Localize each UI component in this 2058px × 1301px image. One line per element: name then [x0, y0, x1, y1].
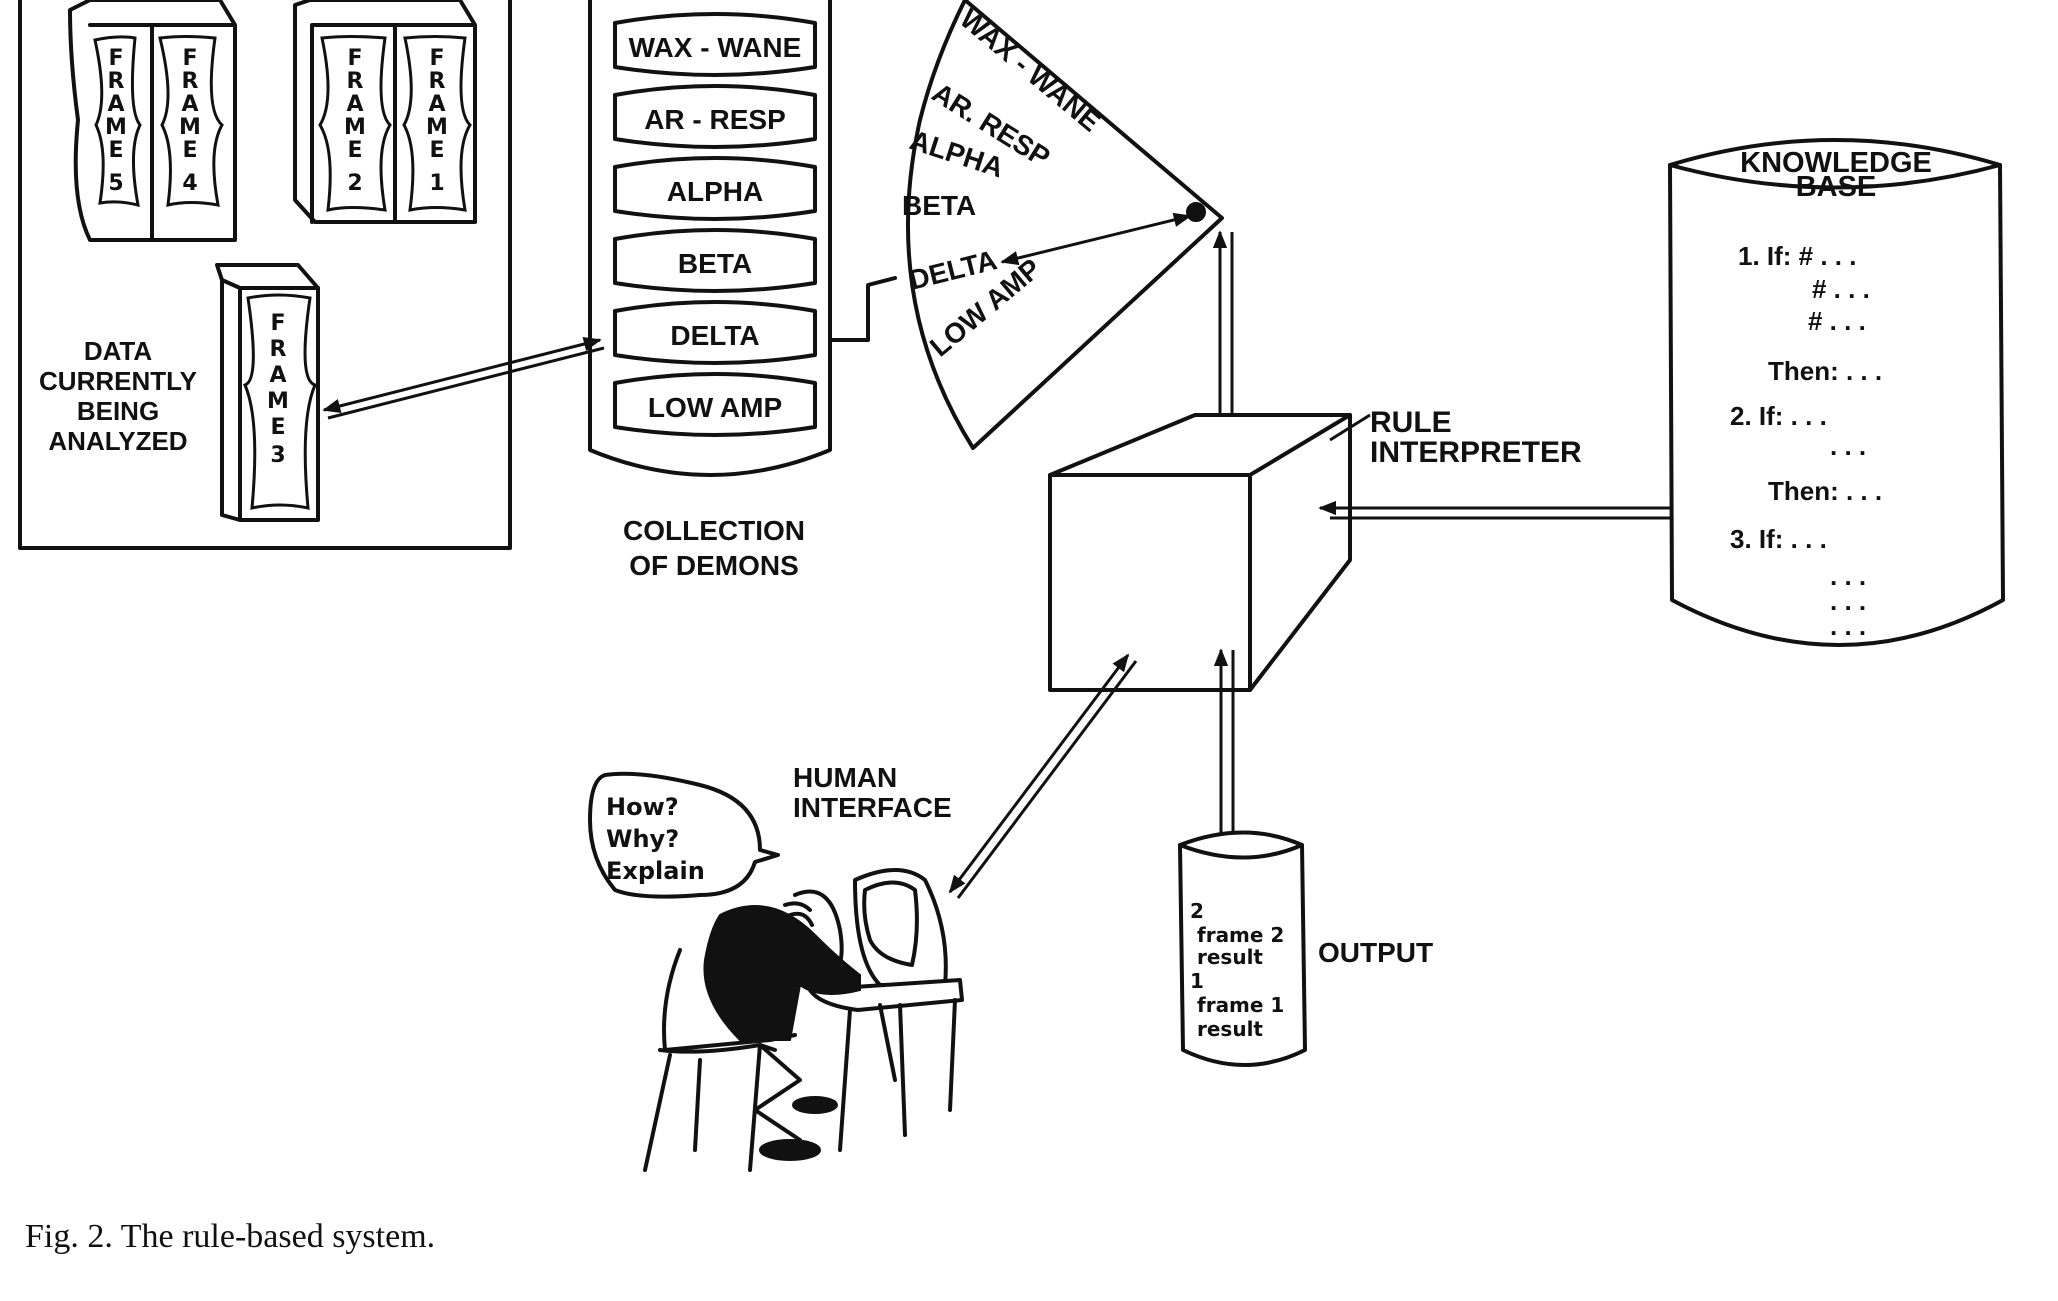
- dial-pointer-arrow: [1000, 212, 1192, 266]
- knowledge-base-rule-line: 3. If: . . .: [1730, 524, 1827, 554]
- demon-disk: WAX - WANE: [613, 12, 817, 77]
- demon-label: ALPHA: [667, 176, 763, 207]
- demon-label: AR - RESP: [644, 104, 786, 135]
- frame-book-4-number: 4: [182, 171, 197, 196]
- knowledge-base: KNOWLEDGE BASE 1. If: # . . .# . . .# . …: [1668, 138, 2005, 647]
- human-interface-label-line2: INTERFACE: [793, 792, 952, 823]
- demon-disk: ALPHA: [613, 156, 817, 221]
- knowledge-base-rule-line: # . . .: [1808, 306, 1866, 336]
- output-label: OUTPUT: [1318, 937, 1433, 968]
- interpreter-label-line2: INTERPRETER: [1370, 436, 1582, 469]
- frame-book-3-number: 3: [270, 443, 285, 468]
- knowledge-base-rule-line: 1. If: # . . .: [1738, 241, 1856, 271]
- frame-book-1-number: 1: [429, 171, 444, 196]
- demon-label: BETA: [678, 248, 752, 279]
- output-content-line: result: [1197, 945, 1263, 969]
- output-content-line: result: [1197, 1017, 1263, 1041]
- demons-caption-line1: COLLECTION: [623, 515, 805, 546]
- svg-text:ANALYZED: ANALYZED: [48, 426, 187, 456]
- connector-demons-to-dial: [828, 276, 897, 342]
- svg-text:CURRENTLY: CURRENTLY: [39, 366, 197, 396]
- dial-item-beta: BETA: [902, 190, 976, 221]
- demon-label: LOW AMP: [648, 392, 782, 423]
- knowledge-base-rule-line: Then: . . .: [1768, 356, 1882, 386]
- knowledge-base-rule-line: . . .: [1830, 586, 1866, 616]
- speech-how: How?: [606, 793, 679, 821]
- demon-stack: WAX - WANE AR - RESP ALPHA BETA DELTA LOW AMP: [613, 12, 817, 437]
- output-content-line: frame 2: [1197, 923, 1284, 947]
- human-interface-label-line1: HUMAN: [793, 762, 897, 793]
- data-store-border: [18, 0, 512, 550]
- demon-collection: WAX - WANE AR - RESP ALPHA BETA DELTA LOW AMP…: [588, 0, 832, 581]
- arrow-interpreter-to-knowledge-base: [1318, 500, 1722, 520]
- knowledge-base-title-line2: BASE: [1796, 171, 1877, 203]
- speech-why: Why?: [606, 825, 679, 853]
- demon-disk: DELTA: [613, 300, 817, 365]
- output-content-line: 2: [1190, 899, 1204, 923]
- shoe-icon: [759, 1139, 821, 1161]
- svg-text:BEING: BEING: [77, 396, 159, 426]
- shoe-icon: [792, 1096, 838, 1114]
- knowledge-base-rule-line: # . . .: [1812, 274, 1870, 304]
- dial-pivot: [1186, 202, 1206, 222]
- knowledge-base-rule-line: . . .: [1830, 431, 1866, 461]
- frame-book-5-number: 5: [108, 171, 123, 196]
- demons-caption-line2: OF DEMONS: [629, 550, 799, 581]
- demon-disk: LOW AMP: [613, 372, 817, 437]
- person-at-terminal-icon: [643, 889, 861, 1172]
- knowledge-base-rules: 1. If: # . . .# . . .# . . .Then: . . .2…: [1730, 241, 1882, 641]
- svg-text:DATA: DATA: [84, 336, 153, 366]
- figure-caption: Fig. 2. The rule-based system.: [25, 1218, 436, 1255]
- knowledge-base-rule-line: 2. If: . . .: [1730, 401, 1827, 431]
- interpreter-leader-line: [1329, 413, 1371, 442]
- demon-disk: BETA: [613, 228, 817, 293]
- demon-label: WAX - WANE: [629, 32, 802, 63]
- demon-label: DELTA: [670, 320, 759, 351]
- human-interface: HUMAN INTERFACE How? Why? Explain: [588, 762, 964, 1172]
- rule-interpreter-cube: RULE INTERPRETER: [1048, 406, 1582, 692]
- speech-bubble: How? Why? Explain: [588, 771, 780, 899]
- frame-book-2-number: 2: [347, 171, 362, 196]
- knowledge-base-rule-line: . . .: [1830, 561, 1866, 591]
- knowledge-base-rule-line: Then: . . .: [1768, 476, 1882, 506]
- speech-explain: Explain: [606, 857, 705, 885]
- knowledge-base-rule-line: . . .: [1830, 611, 1866, 641]
- interpreter-label-line1: RULE: [1370, 406, 1452, 439]
- output-content-line: 1: [1190, 969, 1204, 993]
- dial-sector: [906, 0, 1224, 450]
- output-content-line: frame 1: [1197, 993, 1284, 1017]
- current-data-label: DATA CURRENTLY BEING ANALYZED: [39, 336, 197, 456]
- knowledge-base-title-line1: KNOWLEDGE: [1740, 147, 1932, 179]
- arrow-human-to-interpreter: [948, 653, 1138, 899]
- demon-selector-dial: WAX - WANE AR. RESP ALPHA BETA DELTA LOW…: [902, 0, 1224, 450]
- arrow-frame3-to-demons: [322, 337, 605, 420]
- demon-disk: AR - RESP: [613, 84, 817, 149]
